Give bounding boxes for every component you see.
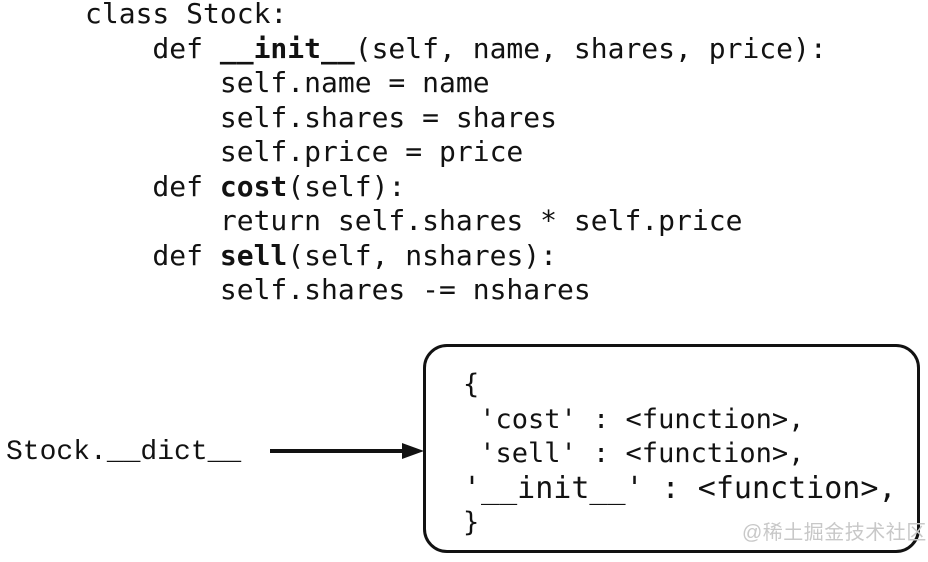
code-line: self.shares -= nshares: [85, 273, 827, 308]
watermark: @稀土掘金技术社区: [742, 522, 927, 544]
code-text: (self, nshares):: [287, 238, 558, 272]
code-emphasized-name: __init__: [219, 31, 355, 65]
dict-box: { 'cost' : <function>, 'sell' : <functio…: [423, 344, 920, 553]
code-line: return self.shares * self.price: [85, 204, 827, 239]
code-text: def: [85, 238, 220, 272]
code-text: def: [85, 169, 220, 203]
dict-line: 'cost' : <function>,: [463, 403, 805, 435]
dict-expression-label: Stock.__dict__: [6, 437, 242, 468]
code-text: self.price = price: [85, 135, 524, 168]
code-text: self.shares -= nshares: [85, 273, 591, 306]
code-block: class Stock: def __init__(self, name, sh…: [85, 0, 827, 308]
code-line: def __init__(self, name, shares, price):: [85, 31, 827, 67]
dict-line: 'sell' : <function>,: [463, 438, 805, 469]
code-emphasized-name: cost: [219, 169, 288, 203]
dict-line: }: [463, 507, 480, 538]
code-line: self.price = price: [85, 135, 827, 170]
code-text: (self):: [287, 169, 406, 203]
code-line: self.shares = shares: [85, 101, 827, 136]
code-emphasized-name: sell: [219, 238, 288, 272]
code-line: class Stock:: [85, 0, 827, 32]
code-text: (self, name, shares, price):: [354, 31, 827, 65]
code-text: self.name = name: [85, 66, 490, 99]
code-line: def sell(self, nshares):: [85, 239, 827, 274]
code-text: return self.shares * self.price: [85, 204, 743, 237]
code-text: def: [85, 31, 220, 65]
dict-content: { 'cost' : <function>, 'sell' : <functio…: [463, 368, 896, 541]
code-text: self.shares = shares: [85, 100, 558, 134]
arrow-icon: [270, 443, 424, 459]
dict-line: {: [463, 369, 480, 400]
dict-line: '__init__' : <function>,: [463, 470, 897, 506]
code-text: class Stock:: [85, 0, 288, 30]
code-line: def cost(self):: [85, 170, 827, 205]
code-line: self.name = name: [85, 66, 827, 101]
